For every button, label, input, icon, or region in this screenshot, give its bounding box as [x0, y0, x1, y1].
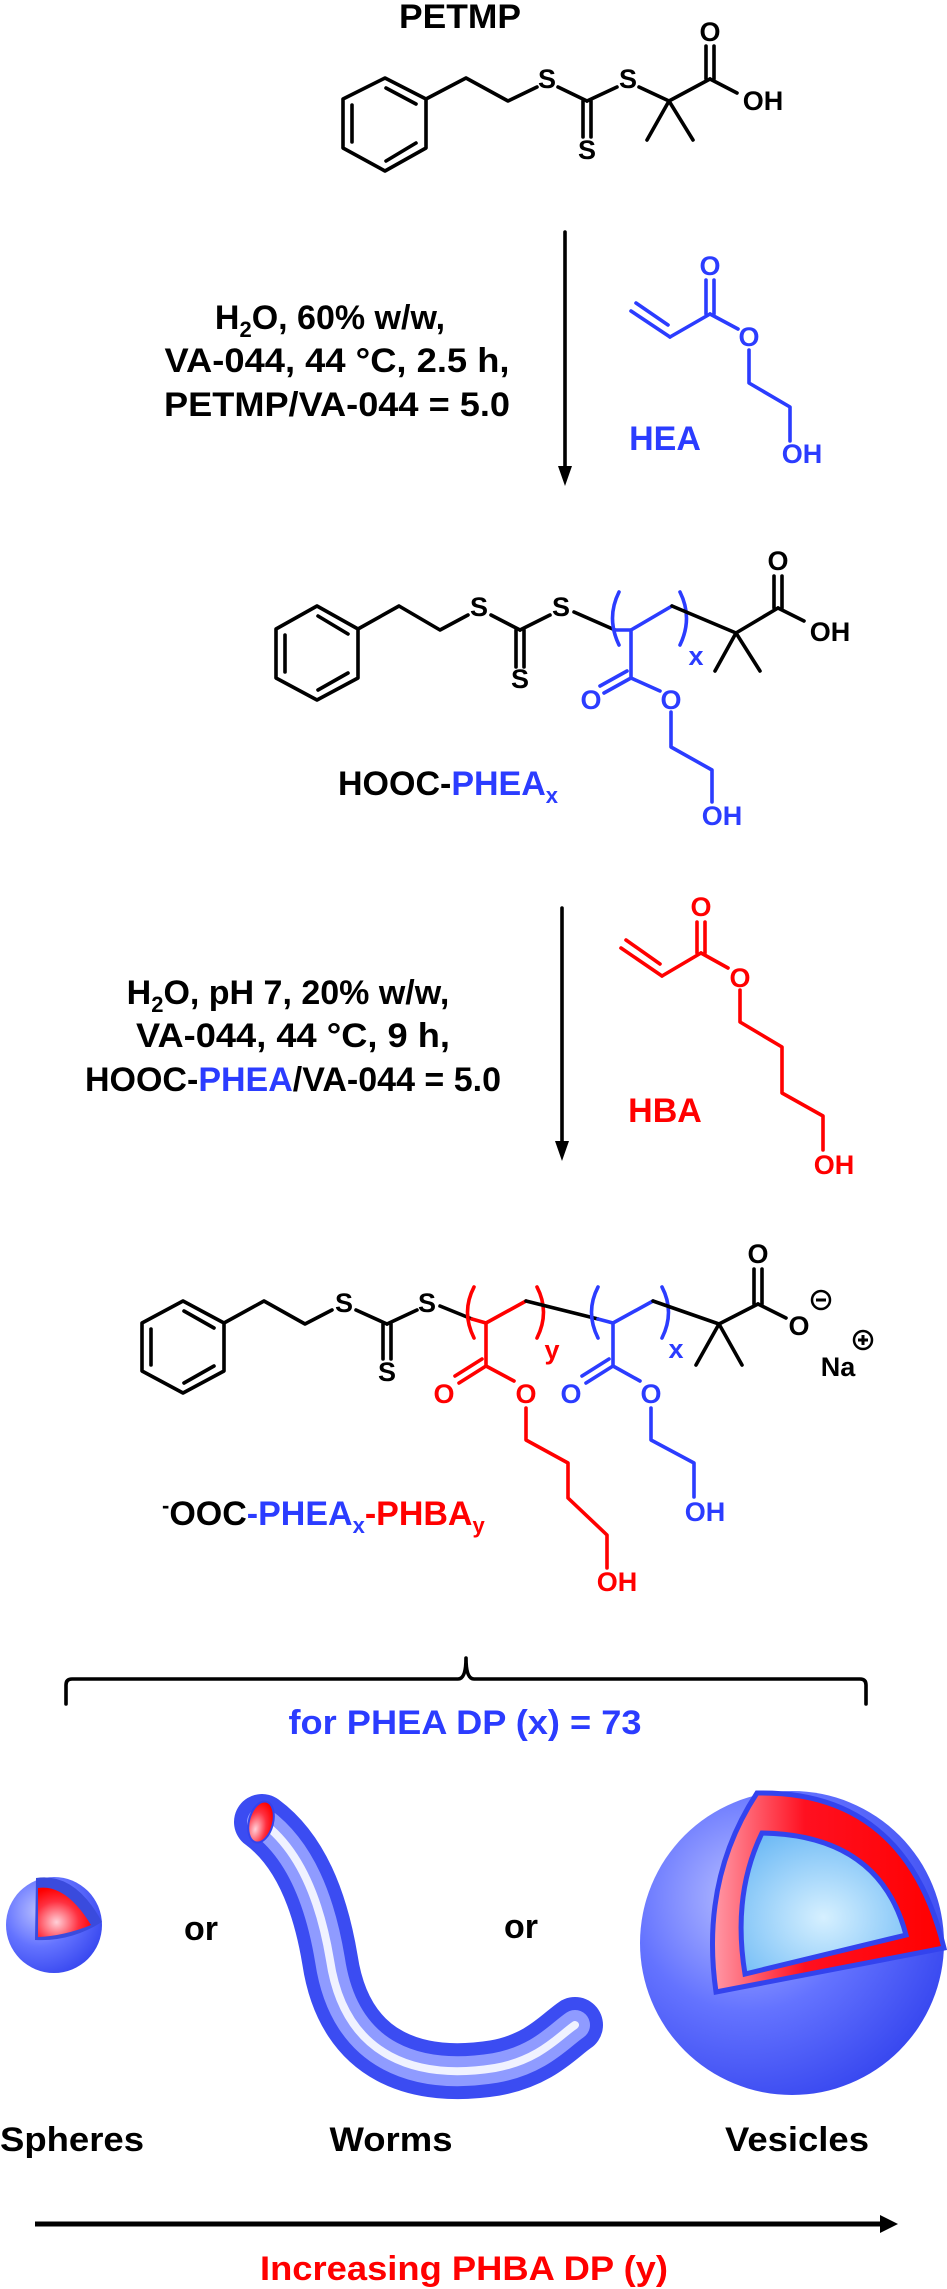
reaction-arrow-2 [555, 906, 569, 1161]
atom-oh: OH [814, 1150, 855, 1180]
atom-o: O [515, 1379, 536, 1409]
repeat-x: x [668, 1334, 683, 1364]
atom-o: O [660, 685, 681, 715]
atom-o: O [738, 322, 759, 352]
atom-o: O [433, 1379, 454, 1409]
conditions-line-1: H2O, 60% w/w, [215, 299, 445, 342]
atom-na: Na [821, 1352, 856, 1382]
morphology-label-worms: Worms [330, 2121, 453, 2159]
morphology-label-spheres: Spheres [0, 2121, 144, 2159]
reaction-arrow-1 [558, 230, 572, 486]
increasing-phba-label: Increasing PHBA DP (y) [260, 2250, 668, 2288]
repeat-x: x [688, 641, 703, 671]
petmp-structure: S S S O OH [341, 17, 784, 173]
atom-s: S [470, 592, 488, 622]
or-label: or [184, 1910, 218, 1948]
atom-s: S [378, 1357, 396, 1387]
step2-conditions: H2O, pH 7, 20% w/w, VA-044, 44 °C, 9 h, … [85, 974, 501, 1099]
atom-oh: OH [685, 1497, 726, 1527]
atom-s: S [552, 592, 570, 622]
atom-o-carboxylate: O [788, 1311, 809, 1341]
atom-s: S [578, 135, 596, 165]
atom-oh: OH [743, 86, 784, 116]
atom-o: O [560, 1379, 581, 1409]
increasing-arrow [35, 2215, 898, 2233]
atom-s: S [619, 64, 637, 94]
conditions-line-1: H2O, pH 7, 20% w/w, [127, 974, 450, 1017]
phea-dp-condition: for PHEA DP (x) = 73 [289, 1704, 642, 1742]
morphology-label-vesicles: Vesicles [725, 2121, 869, 2159]
atom-oh: OH [782, 439, 823, 469]
hba-monomer: O O OH HBA [619, 892, 855, 1180]
plus-charge-icon [852, 1329, 874, 1351]
worm-illustration [234, 1794, 603, 2100]
or-label: or [504, 1908, 538, 1946]
atom-s: S [511, 664, 529, 694]
atom-oh: OH [702, 801, 743, 831]
atom-oh: OH [810, 617, 851, 647]
curly-brace [64, 1656, 868, 1706]
sphere-illustration [6, 1877, 102, 1973]
atom-s: S [418, 1288, 436, 1318]
atom-o: O [747, 1239, 768, 1269]
petmp-title: PETMP [399, 0, 521, 36]
atom-o: O [580, 685, 601, 715]
hea-label: HEA [629, 420, 701, 458]
hba-label: HBA [628, 1092, 702, 1130]
atom-s: S [538, 64, 556, 94]
product1-label: HOOC-PHEAx [338, 765, 559, 808]
atom-o: O [699, 251, 720, 281]
atom-o: O [767, 546, 788, 576]
hooc-phea-structure: x S S S O OH O O OH [274, 546, 851, 831]
minus-charge-icon [810, 1289, 832, 1311]
conditions-line-3: HOOC-PHEA/VA-044 = 5.0 [85, 1061, 501, 1099]
step1-conditions: H2O, 60% w/w, VA-044, 44 °C, 2.5 h, PETM… [164, 299, 510, 424]
atom-o: O [699, 17, 720, 47]
product2-label: -OOC-PHEAx-PHBAy [162, 1493, 486, 1538]
atom-o: O [640, 1379, 661, 1409]
conditions-line-2: VA-044, 44 °C, 9 h, [136, 1017, 450, 1055]
atom-o: O [690, 892, 711, 922]
repeat-y: y [544, 1335, 559, 1365]
atom-o: O [729, 963, 750, 993]
atom-s: S [335, 1288, 353, 1318]
conditions-line-3: PETMP/VA-044 = 5.0 [164, 386, 510, 424]
vesicle-illustration [640, 1790, 947, 2095]
phea-phba-structure: y x S S S O O Na O O OH [140, 1239, 874, 1597]
conditions-line-2: VA-044, 44 °C, 2.5 h, [165, 342, 510, 380]
atom-oh: OH [597, 1567, 638, 1597]
hea-monomer: O O OH HEA [629, 251, 822, 469]
